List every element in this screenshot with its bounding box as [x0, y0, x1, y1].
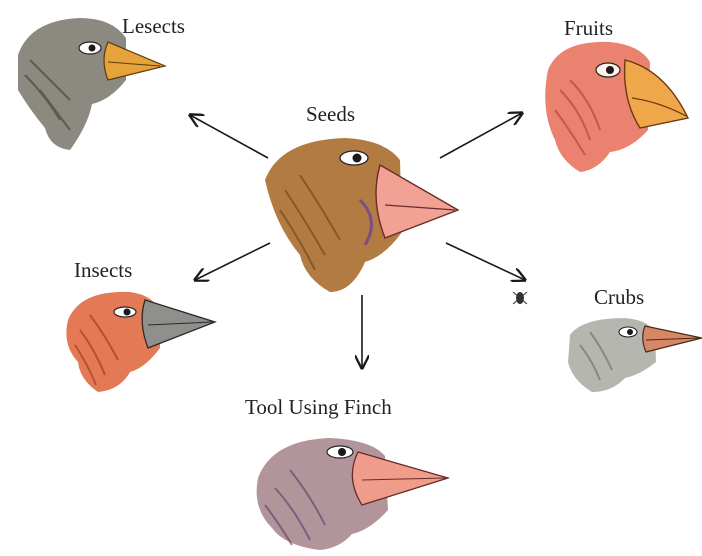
label-mid-right: Crubs [594, 285, 644, 310]
arrow-to-mid-left [195, 243, 270, 280]
mid-right-finch-head [568, 318, 702, 392]
arrow-to-top-right [440, 113, 522, 158]
label-mid-left: Insects [74, 258, 132, 283]
top-right-finch-head [545, 42, 688, 172]
label-center: Seeds [306, 102, 355, 127]
label-top-right: Fruits [564, 16, 613, 41]
mid-left-finch-head [66, 292, 215, 392]
arrow-to-mid-right [446, 243, 525, 280]
arrow-to-top-left [190, 115, 268, 158]
bottom-finch-head [257, 438, 448, 550]
small-insect-mark [513, 292, 527, 304]
label-bottom: Tool Using Finch [245, 395, 392, 420]
center-finch-head [265, 138, 458, 292]
label-top-left: Lesects [122, 14, 185, 39]
